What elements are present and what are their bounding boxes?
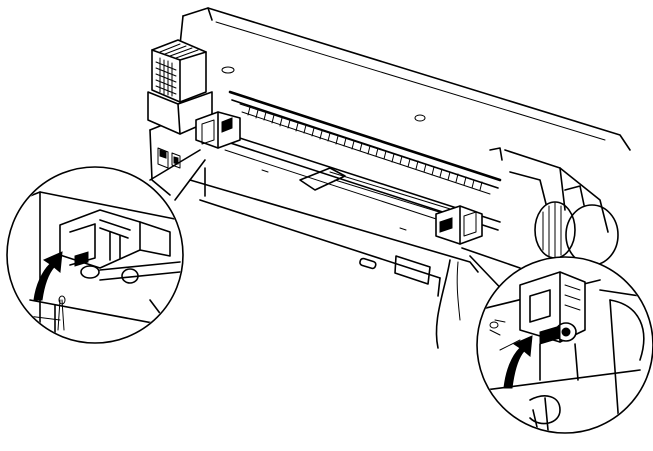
right-detail-callout — [476, 256, 653, 434]
printer-body — [149, 7, 631, 297]
tractor-unit — [195, 90, 502, 349]
left-leader-line — [149, 149, 201, 181]
up-arrow-icon — [33, 251, 63, 301]
left-detail-callout — [6, 166, 184, 344]
up-arrow-icon — [503, 335, 533, 389]
right-leader-line — [461, 247, 521, 269]
